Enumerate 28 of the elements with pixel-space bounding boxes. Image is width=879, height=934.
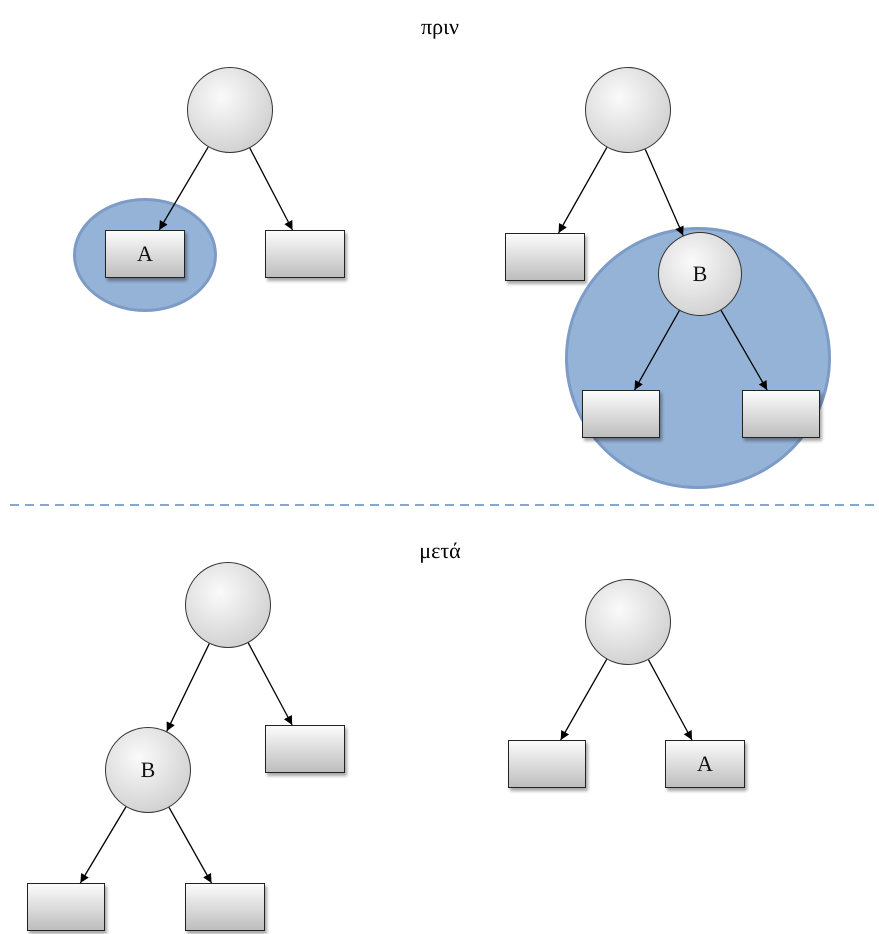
arrow xyxy=(158,146,209,230)
leaf-box xyxy=(27,883,105,931)
section-heading: πριν xyxy=(421,14,459,40)
section-heading: μετά xyxy=(419,538,461,564)
arrow xyxy=(558,147,608,234)
arrow xyxy=(720,310,768,390)
leaf-box xyxy=(265,230,345,278)
leaf-box xyxy=(582,390,660,438)
node-label: A xyxy=(697,751,713,777)
leaf-box xyxy=(665,740,745,788)
arrow xyxy=(249,148,294,230)
arrow xyxy=(648,659,693,740)
leaf-box xyxy=(265,725,345,773)
arrow xyxy=(560,659,608,740)
arrow xyxy=(80,806,126,884)
arrow xyxy=(248,642,293,726)
leaf-box xyxy=(105,230,185,278)
node-label: B xyxy=(140,757,156,783)
arrow xyxy=(634,310,680,390)
leaf-box xyxy=(508,740,586,788)
leaf-box xyxy=(505,233,585,281)
leaf-box xyxy=(185,883,265,931)
arrow xyxy=(644,149,684,236)
arrow xyxy=(166,643,210,732)
node-label: B xyxy=(692,261,708,287)
arrow xyxy=(168,807,212,884)
leaf-box xyxy=(742,390,820,438)
node-label: A xyxy=(137,241,153,267)
